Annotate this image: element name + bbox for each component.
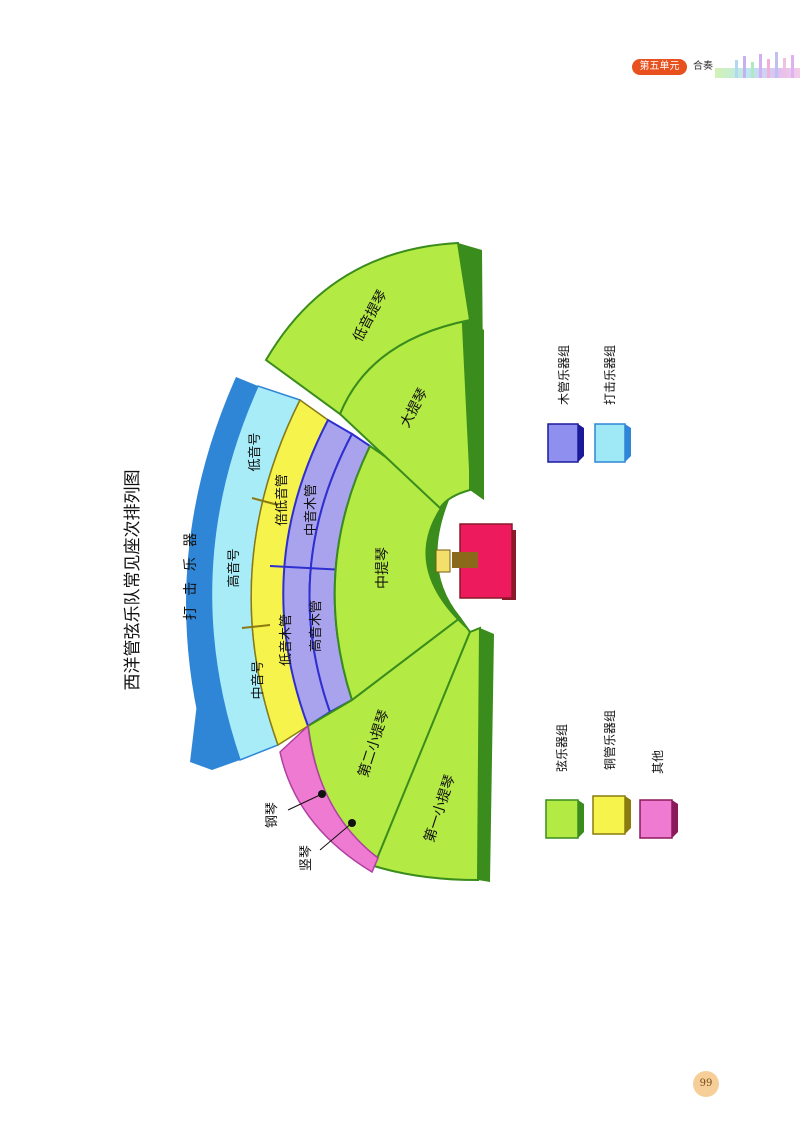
- legend-label-percussion: 打击乐器组: [603, 345, 617, 405]
- label-bassoon: 低音木管: [278, 614, 294, 666]
- piano-pointer: [287, 793, 323, 811]
- unit-badge: [632, 59, 687, 75]
- legend-swatch-percussion-side: [625, 424, 631, 462]
- brass-divider-1: [251, 497, 279, 506]
- label-piano: 钢琴: [265, 802, 280, 828]
- diagram-title: 西洋管弦乐队常见座次排列图: [123, 470, 143, 691]
- label-harp: 竖琴: [299, 845, 314, 871]
- label-contrabassoon: 倍低音管: [274, 474, 290, 526]
- conductor-stand: [452, 552, 478, 568]
- label-tenor-woodwind: 中音木管: [303, 484, 319, 536]
- label-viola: 中提琴: [375, 547, 391, 589]
- legend-label-other: 其他: [651, 750, 665, 774]
- harp-pointer: [319, 822, 353, 851]
- brass-divider-2: [241, 624, 271, 629]
- legend-swatch-woodwind: [547, 423, 579, 463]
- legend-item-strings: 弦乐器组: [545, 724, 584, 839]
- first-violin-side: [478, 628, 494, 882]
- legend-swatch-brass-side: [625, 796, 631, 834]
- other-zone: [279, 724, 379, 874]
- legend-swatch-brass: [592, 795, 626, 835]
- legend-swatch-strings-side: [578, 800, 584, 838]
- legend-item-woodwind: 木管乐器组: [547, 345, 584, 463]
- legend-item-other: 其他: [639, 750, 678, 839]
- page-number: 99: [699, 1078, 713, 1089]
- section-title: 合奏: [693, 61, 713, 72]
- label-horn: 中音号: [250, 660, 266, 699]
- podium-top: [459, 523, 513, 599]
- label-trombone-low: 低音号: [247, 432, 263, 471]
- legend-label-woodwind: 木管乐器组: [556, 345, 571, 405]
- legend-swatch-other: [639, 799, 673, 839]
- legend-item-percussion: 打击乐器组: [594, 345, 631, 463]
- double-bass-zone: [264, 241, 472, 416]
- legend-swatch-other-side: [672, 800, 678, 838]
- legend-label-brass: 铜管乐器组: [602, 710, 617, 770]
- legend: 弦乐器组 铜管乐器组 其他 木管乐器组 打击乐器组: [545, 345, 678, 839]
- legend-swatch-percussion: [594, 423, 626, 463]
- label-percussion: 打 击 乐 器: [182, 530, 199, 620]
- first-violin-zone: [372, 626, 482, 882]
- page-number-badge: [693, 1071, 719, 1097]
- legend-item-brass: 铜管乐器组: [592, 710, 631, 835]
- legend-swatch-woodwind-side: [578, 424, 584, 462]
- label-trumpet: 高音号: [226, 548, 242, 587]
- legend-label-strings: 弦乐器组: [554, 724, 569, 772]
- viola-zone: [333, 444, 462, 702]
- double-bass-lower: [470, 320, 484, 500]
- label-treble-woodwind: 高音木管: [308, 600, 324, 652]
- woodwind-divider: [269, 565, 346, 571]
- legend-swatch-strings: [545, 799, 579, 839]
- unit-label: 第五单元: [639, 61, 680, 72]
- stage-arc: [425, 500, 470, 632]
- score-stand: [435, 549, 451, 573]
- header-decoration: [715, 52, 800, 78]
